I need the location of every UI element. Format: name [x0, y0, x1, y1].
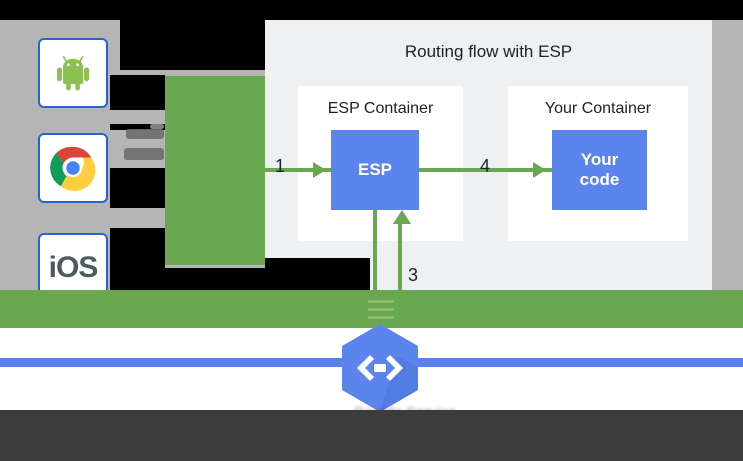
occlusion-block-c: [110, 122, 165, 130]
ios-icon: iOS: [48, 251, 99, 284]
green-tail-line-3: [368, 316, 394, 319]
connector-chrome: [110, 171, 285, 175]
your-container-label: Your Container: [544, 100, 652, 117]
step-number-3: 3: [408, 265, 419, 285]
service-logo: [339, 322, 421, 414]
client-card-android[interactable]: [38, 38, 108, 108]
esp-box[interactable]: ESP: [331, 130, 419, 210]
arrow-2-line: [373, 210, 377, 335]
occlusion-block-d: [110, 168, 165, 208]
illegible-text-blob-1: [126, 129, 164, 139]
green-tail-line-1: [368, 300, 394, 303]
routing-flow-panel: Routing flow with ESP ESP Container Your…: [265, 20, 712, 335]
panel-title: Routing flow with ESP: [404, 42, 573, 61]
footer-occlusion-band: [0, 410, 743, 461]
chrome-icon: [50, 146, 96, 191]
occlusion-block-h: [265, 258, 370, 296]
occlusion-block-g: [165, 20, 280, 70]
arrow-3-head: [393, 210, 411, 224]
illegible-text-blob-3: [124, 148, 164, 160]
step-number-4: 4: [480, 156, 491, 176]
arrow-3-line: [398, 223, 402, 335]
esp-container-label: ESP Container: [327, 100, 434, 117]
android-icon: [56, 56, 90, 91]
occlusion-block-b: [110, 75, 165, 110]
arrow-4-head: [533, 162, 546, 178]
green-tail-line-2: [368, 308, 394, 311]
occlusion-block-e: [110, 228, 165, 268]
client-card-chrome[interactable]: [38, 133, 108, 203]
connector-android: [110, 76, 285, 80]
code-brackets-hexagon-icon: [342, 324, 418, 412]
arrow-1-head: [313, 162, 326, 178]
arrow-1-line: [265, 168, 331, 172]
panel-right-gutter: [712, 20, 743, 290]
illegible-text-blob-2: [150, 124, 164, 129]
gray-strip-1: [100, 112, 165, 124]
top-occlusion-band: [0, 0, 743, 20]
step-number-1: 1: [275, 156, 286, 176]
gray-strip-2: [100, 208, 165, 222]
arrow-4-line: [419, 168, 552, 172]
